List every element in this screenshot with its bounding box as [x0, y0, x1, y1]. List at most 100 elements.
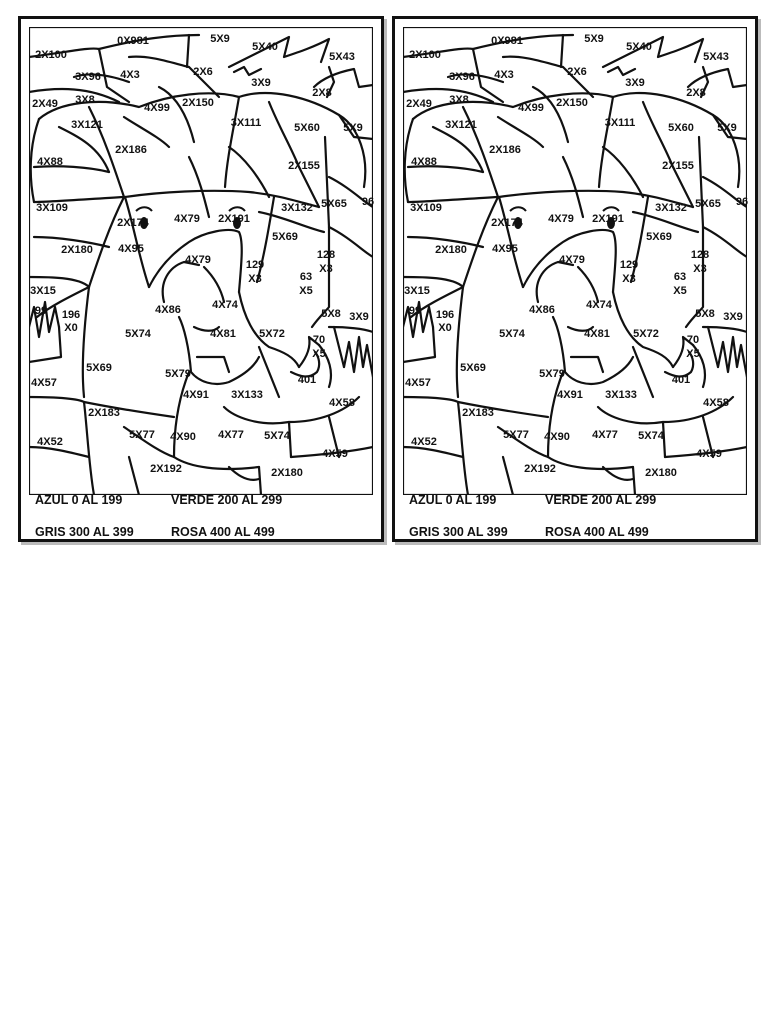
- math-problem-label: 63: [299, 271, 313, 283]
- math-problem-label: 2X180: [61, 244, 93, 256]
- math-problem-label: X5: [673, 285, 687, 297]
- math-problem-label: 4X90: [544, 431, 570, 443]
- math-problem-label: X3: [319, 263, 333, 275]
- math-problem-label: 4X99: [144, 102, 170, 114]
- math-problem-label: 99: [34, 305, 48, 317]
- math-problem-label: X5: [299, 285, 313, 297]
- math-problem-label: 5X72: [259, 328, 285, 340]
- math-problem-label: 2X192: [150, 463, 182, 475]
- math-problem-label: 2X155: [288, 160, 320, 172]
- math-problem-label: 3X9: [723, 311, 743, 323]
- math-problem-label: 3X111: [230, 117, 262, 129]
- math-problem-label: 3X96: [449, 71, 475, 83]
- key-green: VERDE 200 AL 299: [171, 493, 283, 507]
- math-problem-label: 4X81: [210, 328, 236, 340]
- math-problem-label: 3X133: [605, 389, 637, 401]
- math-problem-label: 2X49: [406, 98, 432, 110]
- math-problem-label: 3X8: [449, 94, 469, 106]
- math-problem-label: 3X133: [231, 389, 263, 401]
- math-problem-label: 4X52: [37, 436, 63, 448]
- math-problem-label: 5X9: [343, 122, 363, 134]
- math-problem-label: 99: [408, 305, 422, 317]
- math-problem-label: 5X77: [129, 429, 155, 441]
- math-problem-label: 5X69: [86, 362, 112, 374]
- math-problem-label: 4X91: [557, 389, 583, 401]
- math-problem-label: 5X69: [272, 231, 298, 243]
- math-problem-label: 3X111: [604, 117, 636, 129]
- math-problem-label: 70: [686, 334, 700, 346]
- key-pink: ROSA 400 AL 499: [171, 525, 275, 539]
- math-problem-label: 5X8: [695, 308, 715, 320]
- math-problem-label: X5: [312, 348, 326, 360]
- math-problem-label: X0: [438, 322, 452, 334]
- math-problem-label: 4X79: [548, 213, 574, 225]
- math-problem-label: 3X109: [36, 202, 68, 214]
- math-problem-label: 196: [435, 309, 455, 321]
- math-problem-label: 3X96: [75, 71, 101, 83]
- math-problem-label: 2X191: [218, 213, 250, 225]
- math-problem-label: 401: [671, 374, 691, 386]
- math-problem-label: 2X183: [88, 407, 120, 419]
- math-problem-label: 3X109: [410, 202, 442, 214]
- math-problem-label: 5X60: [668, 122, 694, 134]
- math-problem-label: 5X79: [165, 368, 191, 380]
- math-problem-label: 96: [735, 196, 749, 208]
- key-blue: AZUL 0 AL 199: [35, 493, 123, 507]
- key-green: VERDE 200 AL 299: [545, 493, 657, 507]
- key-gray: GRIS 300 AL 399: [35, 525, 134, 539]
- math-problem-label: 128: [690, 249, 710, 261]
- key-blue: AZUL 0 AL 199: [409, 493, 497, 507]
- math-problem-label: 4X91: [183, 389, 209, 401]
- math-problem-label: 4X74: [212, 299, 238, 311]
- math-problem-label: 96: [361, 196, 375, 208]
- math-problem-label: X3: [693, 263, 707, 275]
- math-problem-label: 5X40: [626, 41, 652, 53]
- math-problem-label: 5X74: [499, 328, 525, 340]
- math-problem-label: 2X186: [489, 144, 521, 156]
- math-problem-label: 2X174: [491, 217, 523, 229]
- math-problem-label: 4X77: [592, 429, 618, 441]
- math-problem-label: 4X79: [559, 254, 585, 266]
- math-problem-label: 2X183: [462, 407, 494, 419]
- math-problem-label: 5X40: [252, 41, 278, 53]
- math-problem-label: 2X155: [662, 160, 694, 172]
- math-problem-label: 2X6: [567, 66, 587, 78]
- math-problem-label: 5X65: [695, 198, 721, 210]
- math-problem-label: 5X60: [294, 122, 320, 134]
- math-problem-label: 5X9: [210, 33, 230, 45]
- math-problem-label: 4X99: [518, 102, 544, 114]
- key-gray: GRIS 300 AL 399: [409, 525, 508, 539]
- math-problem-label: 5X74: [125, 328, 151, 340]
- math-problem-label: 2X180: [271, 467, 303, 479]
- math-problem-label: X5: [686, 348, 700, 360]
- math-problem-label: 2X180: [645, 467, 677, 479]
- math-problem-label: 4X81: [584, 328, 610, 340]
- math-problem-label: 2X100: [35, 49, 67, 61]
- math-problem-label: 3X9: [349, 311, 369, 323]
- math-problem-label: 5X69: [460, 362, 486, 374]
- math-problem-label: 2X180: [435, 244, 467, 256]
- math-problem-label: 4X79: [185, 254, 211, 266]
- math-problem-label: 4X57: [405, 377, 431, 389]
- math-problem-label: 2X150: [182, 97, 214, 109]
- math-problem-label: 4X88: [37, 156, 63, 168]
- elephant-line-drawing: [29, 27, 373, 495]
- math-problem-label: 2X100: [409, 49, 441, 61]
- math-problem-label: 3X132: [655, 202, 687, 214]
- math-problem-label: 4X95: [118, 243, 144, 255]
- math-problem-label: X3: [622, 273, 636, 285]
- math-problem-label: 3X121: [445, 119, 477, 131]
- math-problem-label: 4X59: [696, 448, 722, 460]
- math-problem-label: 2X8: [686, 87, 706, 99]
- math-problem-label: 129: [245, 259, 265, 271]
- math-problem-label: 3X121: [71, 119, 103, 131]
- math-problem-label: 5X65: [321, 198, 347, 210]
- math-problem-label: 70: [312, 334, 326, 346]
- math-problem-label: 4X3: [120, 69, 140, 81]
- math-problem-label: 2X8: [312, 87, 332, 99]
- math-problem-label: 2X186: [115, 144, 147, 156]
- math-problem-label: 196: [61, 309, 81, 321]
